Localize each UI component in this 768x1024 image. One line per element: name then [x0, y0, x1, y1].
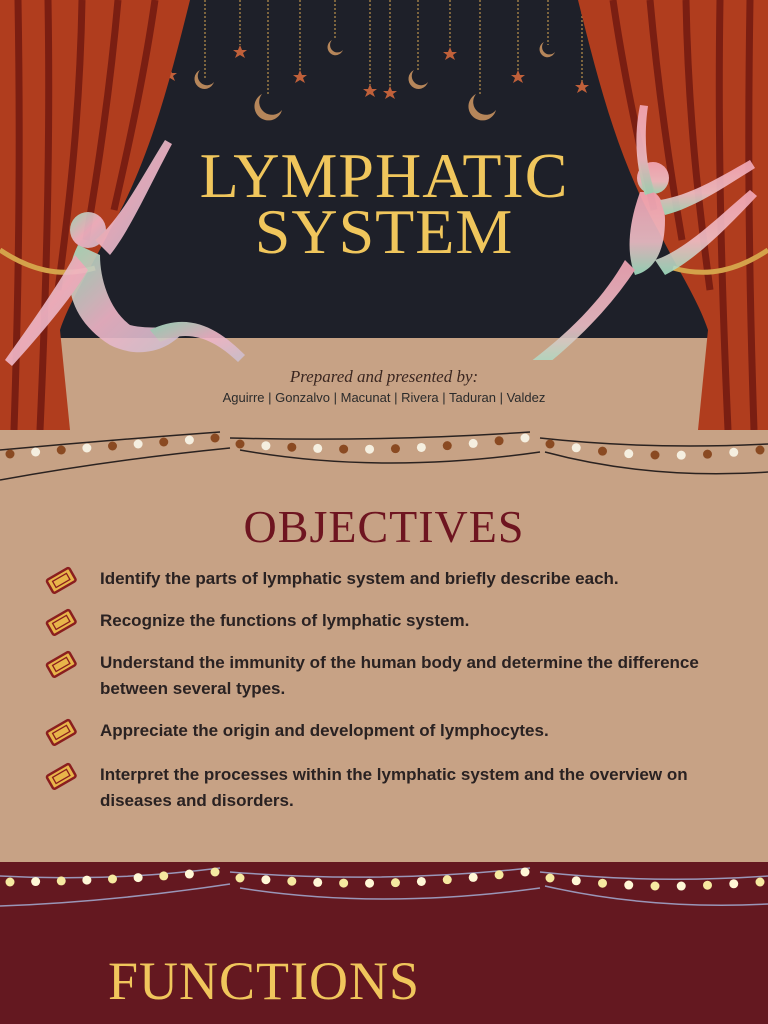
objectives-heading: OBJECTIVES [243, 501, 525, 552]
light-bulb [416, 442, 426, 452]
objective-item: Interpret the processes within the lymph… [44, 762, 734, 814]
stage-floor [0, 338, 768, 863]
light-bulb [235, 439, 245, 449]
light-bulb [703, 449, 712, 459]
ticket-icon [45, 718, 77, 746]
objective-text: Identify the parts of lymphatic system a… [100, 569, 619, 588]
ticket-icon [45, 650, 77, 678]
light-bulb [468, 872, 478, 882]
light-bulb [287, 876, 297, 886]
light-bulb [210, 867, 220, 877]
functions-section-band [0, 862, 768, 1024]
light-bulb [598, 878, 607, 888]
title-line-1: LYMPHATIC [199, 140, 569, 211]
light-bulb [520, 867, 530, 877]
ticket-icon [45, 762, 77, 790]
light-bulb [261, 875, 271, 885]
light-bulb [571, 443, 581, 453]
light-bulb [159, 437, 169, 447]
light-bulb [545, 873, 555, 883]
light-bulb [729, 879, 739, 889]
title-line-2: SYSTEM [254, 196, 514, 267]
light-bulb [729, 447, 739, 457]
objective-item: Understand the immunity of the human bod… [44, 650, 734, 702]
light-bulb [390, 444, 400, 454]
light-bulb [339, 878, 349, 888]
light-bulb [108, 874, 117, 884]
light-bulb [184, 869, 194, 879]
prepared-by-label: Prepared and presented by: [289, 367, 479, 386]
light-bulb [624, 880, 634, 890]
light-bulb [468, 438, 478, 448]
light-bulb [82, 875, 92, 885]
light-bulb [494, 436, 504, 446]
objective-text: Appreciate the origin and development of… [100, 721, 549, 740]
dancer-right-illustration [532, 105, 757, 360]
light-bulb [676, 450, 686, 460]
ticket-icon [45, 608, 77, 636]
light-bulb [650, 881, 660, 891]
light-bulb [365, 878, 375, 888]
light-bulb [416, 876, 426, 886]
light-bulb [184, 435, 194, 445]
light-bulb [5, 449, 15, 459]
light-bulb [703, 880, 712, 890]
light-bulb [108, 441, 117, 451]
light-bulb [261, 441, 271, 451]
light-bulb [339, 444, 349, 454]
light-bulb [313, 877, 323, 887]
light-bulb [755, 445, 765, 455]
light-bulb [598, 446, 607, 456]
light-bulb [313, 443, 323, 453]
light-bulb [442, 441, 452, 451]
light-bulb [545, 439, 555, 449]
light-bulb [210, 433, 220, 443]
objective-text: Recognize the functions of lymphatic sys… [100, 611, 470, 630]
light-bulb [159, 871, 169, 881]
authors-list: Aguirre | Gonzalvo | Macunat | Rivera | … [222, 390, 546, 405]
light-bulb [494, 870, 504, 880]
light-bulb [520, 433, 530, 443]
light-bulb [676, 881, 686, 891]
light-bulb [133, 873, 143, 883]
light-bulb [133, 439, 143, 449]
light-bulb [365, 444, 375, 454]
light-bulb [5, 877, 15, 887]
objective-item: Recognize the functions of lymphatic sys… [44, 608, 734, 636]
light-bulb [442, 875, 452, 885]
light-bulb [56, 876, 66, 886]
objective-item: Identify the parts of lymphatic system a… [44, 566, 734, 594]
light-bulb [650, 450, 660, 460]
dancer-left-illustration [5, 140, 245, 366]
functions-heading: FUNCTIONS [108, 951, 421, 1011]
objective-text: Interpret the processes within the lymph… [100, 765, 688, 810]
light-bulb [235, 873, 245, 883]
string-lights-top [0, 431, 768, 481]
light-bulb [82, 443, 92, 453]
light-bulb [571, 876, 581, 886]
curtain-right [578, 0, 768, 430]
string-lights-bottom [0, 867, 768, 907]
light-bulb [31, 447, 41, 457]
light-bulb [755, 877, 765, 887]
objective-item: Appreciate the origin and development of… [44, 718, 734, 746]
light-bulb [56, 445, 66, 455]
objective-text: Understand the immunity of the human bod… [100, 653, 699, 698]
objectives-list: Identify the parts of lymphatic system a… [44, 566, 734, 814]
light-bulb [624, 449, 634, 459]
ticket-icon [45, 566, 77, 594]
light-bulb [287, 442, 297, 452]
page-title: LYMPHATIC SYSTEM [0, 140, 768, 267]
light-bulb [31, 877, 41, 887]
light-bulb [390, 878, 400, 888]
